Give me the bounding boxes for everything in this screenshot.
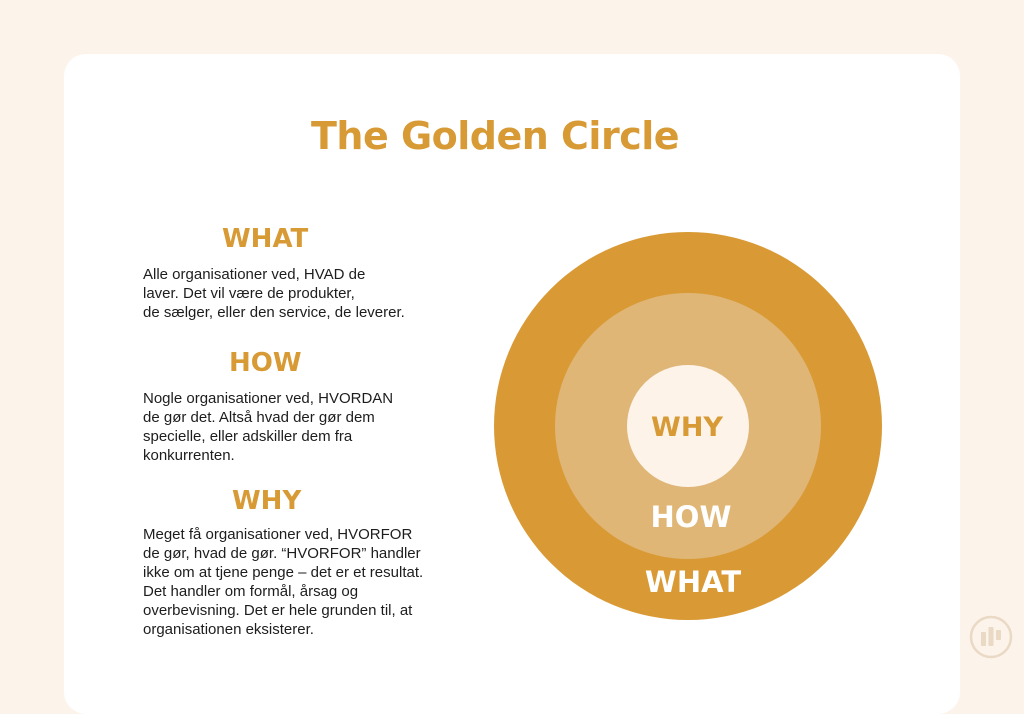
how-description-line: specielle, eller adskiller dem fra [143,428,353,445]
why-description-line: organisationen eksisterer. [143,621,314,638]
how-description-line: de gør det. Altså hvad der gør dem [143,409,375,426]
why-circle-label: WHY [651,412,723,443]
why-description-line: Det handler om formål, årsag og [143,583,359,600]
why-description-line: de gør, hvad de gør. “HVORFOR” handler [143,545,421,562]
how-description: Nogle organisationer ved, HVORDAN de gør… [143,389,453,465]
what-description: Alle organisationer ved, HVAD de laver. … [143,265,453,322]
how-heading: HOW [229,348,302,378]
what-description-line: laver. Det vil være de produkter, [143,285,355,302]
what-description-line: Alle organisationer ved, HVAD de [143,266,366,283]
brand-logo-icon [969,615,1013,659]
why-description-line: overbevisning. Det er hele grunden til, … [143,602,413,619]
page-title: The Golden Circle [310,114,680,158]
golden-circle-diagram: WHY HOW WHAT [494,232,882,620]
why-heading: WHY [232,486,302,516]
why-description-line: ikke om at tjene penge – det er et resul… [143,564,424,581]
why-description-line: Meget få organisationer ved, HVORFOR [143,526,413,543]
how-circle-label: HOW [651,500,732,534]
what-circle-label: WHAT [645,565,741,599]
why-inner-circle [627,365,749,487]
how-description-line: Nogle organisationer ved, HVORDAN [143,390,394,407]
how-description-line: konkurrenten. [143,447,235,464]
what-heading: WHAT [222,224,309,254]
what-description-line: de sælger, eller den service, de leverer… [143,304,405,321]
why-description: Meget få organisationer ved, HVORFOR de … [143,525,453,639]
